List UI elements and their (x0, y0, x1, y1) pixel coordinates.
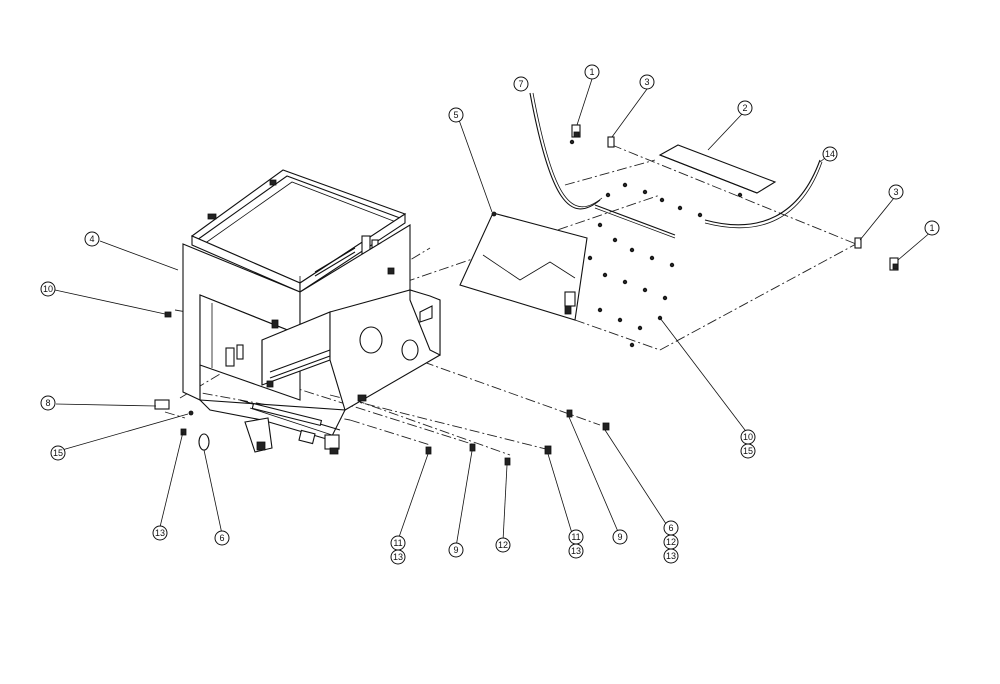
svg-text:7: 7 (518, 79, 523, 89)
svg-text:1: 1 (929, 223, 934, 233)
callout-6a: 6 (214, 530, 230, 546)
callout-12b: 12 (663, 534, 679, 550)
svg-text:10: 10 (43, 284, 53, 294)
svg-text:2: 2 (742, 103, 747, 113)
left-hardware (154, 311, 610, 466)
callout-8: 8 (40, 395, 56, 411)
callout-4: 4 (84, 231, 100, 247)
callout-1a: 1 (584, 64, 600, 80)
side-panel (459, 211, 588, 321)
hopper-body (182, 169, 441, 455)
svg-text:13: 13 (666, 551, 676, 561)
hinge-brackets (571, 124, 899, 271)
svg-text:11: 11 (571, 532, 580, 542)
svg-text:12: 12 (498, 540, 508, 550)
hardware-dots (569, 139, 743, 348)
callout-12a: 12 (495, 537, 511, 553)
svg-text:9: 9 (617, 532, 622, 542)
callout-11b: 11 (568, 529, 584, 545)
callout-13a: 13 (152, 525, 168, 541)
callout-10a: 10 (40, 281, 56, 297)
svg-text:10: 10 (743, 432, 753, 442)
callout-9b: 9 (612, 529, 628, 545)
callout-13d: 13 (663, 548, 679, 564)
callout-13b: 13 (390, 549, 406, 565)
cables (529, 92, 823, 239)
callout-15b: 15 (740, 443, 756, 459)
svg-text:15: 15 (743, 446, 753, 456)
callout-5: 5 (448, 107, 464, 123)
svg-text:11: 11 (393, 538, 402, 548)
callout-14: 14 (822, 146, 838, 162)
svg-text:14: 14 (825, 149, 835, 159)
svg-text:5: 5 (453, 110, 458, 120)
callout-10b: 10 (740, 429, 756, 445)
svg-text:13: 13 (393, 552, 403, 562)
svg-text:3: 3 (893, 187, 898, 197)
svg-text:13: 13 (571, 546, 581, 556)
svg-text:1: 1 (589, 67, 594, 77)
svg-text:12: 12 (666, 537, 676, 547)
svg-text:8: 8 (45, 398, 50, 408)
callout-9a: 9 (448, 542, 464, 558)
callout-15a: 15 (50, 445, 66, 461)
callout-7: 7 (513, 76, 529, 92)
svg-text:3: 3 (644, 77, 649, 87)
callout-2: 2 (737, 100, 753, 116)
svg-text:9: 9 (453, 545, 458, 555)
leader-lines (54, 78, 933, 548)
top-cover (658, 144, 777, 194)
callout-3b: 3 (888, 184, 904, 200)
callout-3a: 3 (639, 74, 655, 90)
callout-13c: 13 (568, 543, 584, 559)
svg-text:4: 4 (89, 234, 94, 244)
callout-11a: 11 (390, 535, 406, 551)
callout-1b: 1 (924, 220, 940, 236)
callout-6b: 6 (663, 520, 679, 536)
svg-text:6: 6 (219, 533, 224, 543)
svg-text:15: 15 (53, 448, 63, 458)
svg-text:6: 6 (668, 523, 673, 533)
svg-text:13: 13 (155, 528, 165, 538)
